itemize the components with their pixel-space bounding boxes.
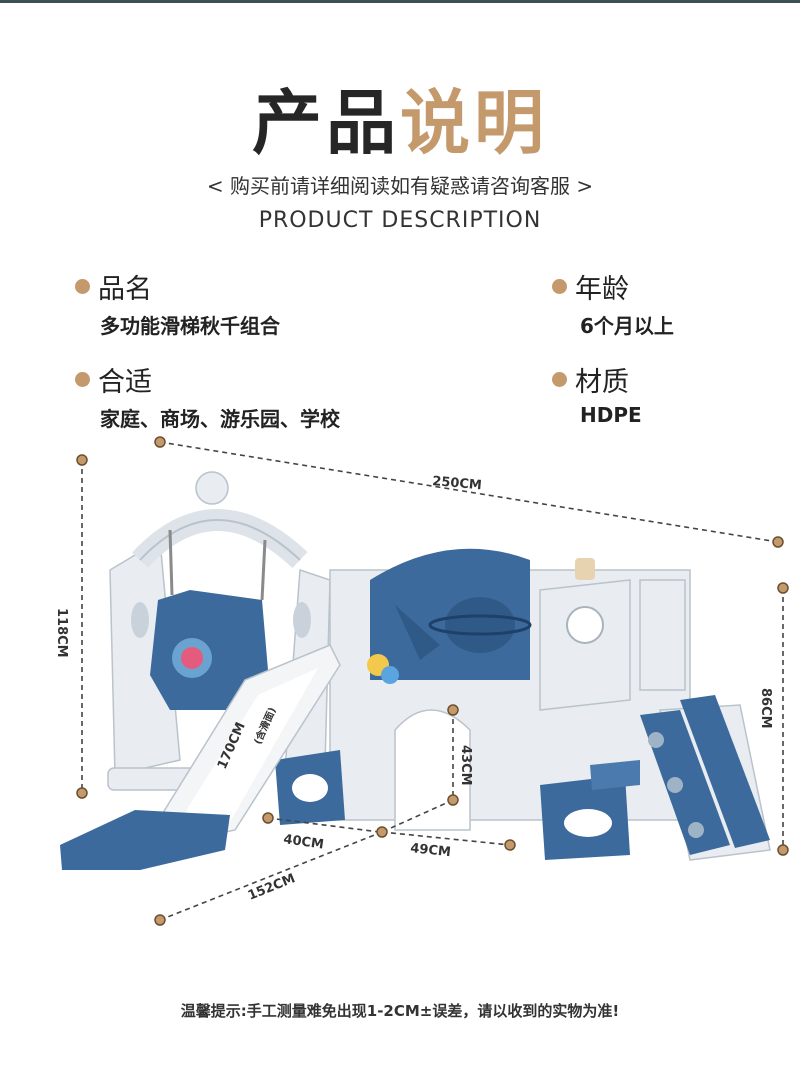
swing-seat xyxy=(150,529,268,710)
dim-arch-height-label: 43CM xyxy=(458,745,473,786)
top-border xyxy=(0,0,800,3)
product-dimension-diagram: .blue { fill: #3d6a9c; } .blue2 { fill: … xyxy=(54,436,789,926)
subtitle: < 购买前请详细阅读如有疑惑请咨询客服 > xyxy=(206,174,594,198)
measurement-note: 温馨提示:手工测量难免出现1-2CM±误差，请以收到的实物为准! xyxy=(180,1002,620,1020)
stairs xyxy=(640,695,771,861)
spec-material-label: 材质 xyxy=(575,366,629,398)
dim-length-label: 250CM xyxy=(432,474,483,493)
spec-age: 年龄 6个月以上 xyxy=(552,268,674,339)
dimension-points xyxy=(76,436,789,926)
title-part-2: 说明 xyxy=(400,82,548,164)
slide xyxy=(60,644,341,870)
crawl-panels xyxy=(275,750,640,860)
dim-height-right-label: 86CM xyxy=(758,688,773,729)
dim-width-b-label: 49CM xyxy=(410,841,452,860)
spec-name-label: 品名 xyxy=(98,273,152,305)
spec-age-value: 6个月以上 xyxy=(580,314,674,338)
bullet-dot xyxy=(552,278,567,294)
dimension-lines xyxy=(81,441,784,921)
bullet-dot xyxy=(75,278,90,294)
spec-suitable-label: 合适 xyxy=(98,366,152,398)
title-part-1: 产品 xyxy=(252,82,400,164)
spec-material-value: HDPE xyxy=(580,403,642,427)
bullet-dot xyxy=(552,371,567,387)
spec-suitable: 合适 家庭、商场、游乐园、学校 xyxy=(75,361,340,432)
spec-suitable-value: 家庭、商场、游乐园、学校 xyxy=(100,407,340,431)
dim-height-left-label: 118CM xyxy=(54,608,69,658)
spec-material: 材质 HDPE xyxy=(552,361,642,427)
spec-name: 品名 多功能滑梯秋千组合 xyxy=(75,268,280,339)
page-title: 产品说明 xyxy=(0,78,800,168)
dim-width-a-label: 40CM xyxy=(282,832,324,853)
spec-age-label: 年龄 xyxy=(575,273,629,305)
subtitle-english: PRODUCT DESCRIPTION xyxy=(258,208,542,233)
bullet-dot xyxy=(75,371,90,387)
spec-name-value: 多功能滑梯秋千组合 xyxy=(100,314,280,338)
playhouse-tower xyxy=(329,548,691,831)
